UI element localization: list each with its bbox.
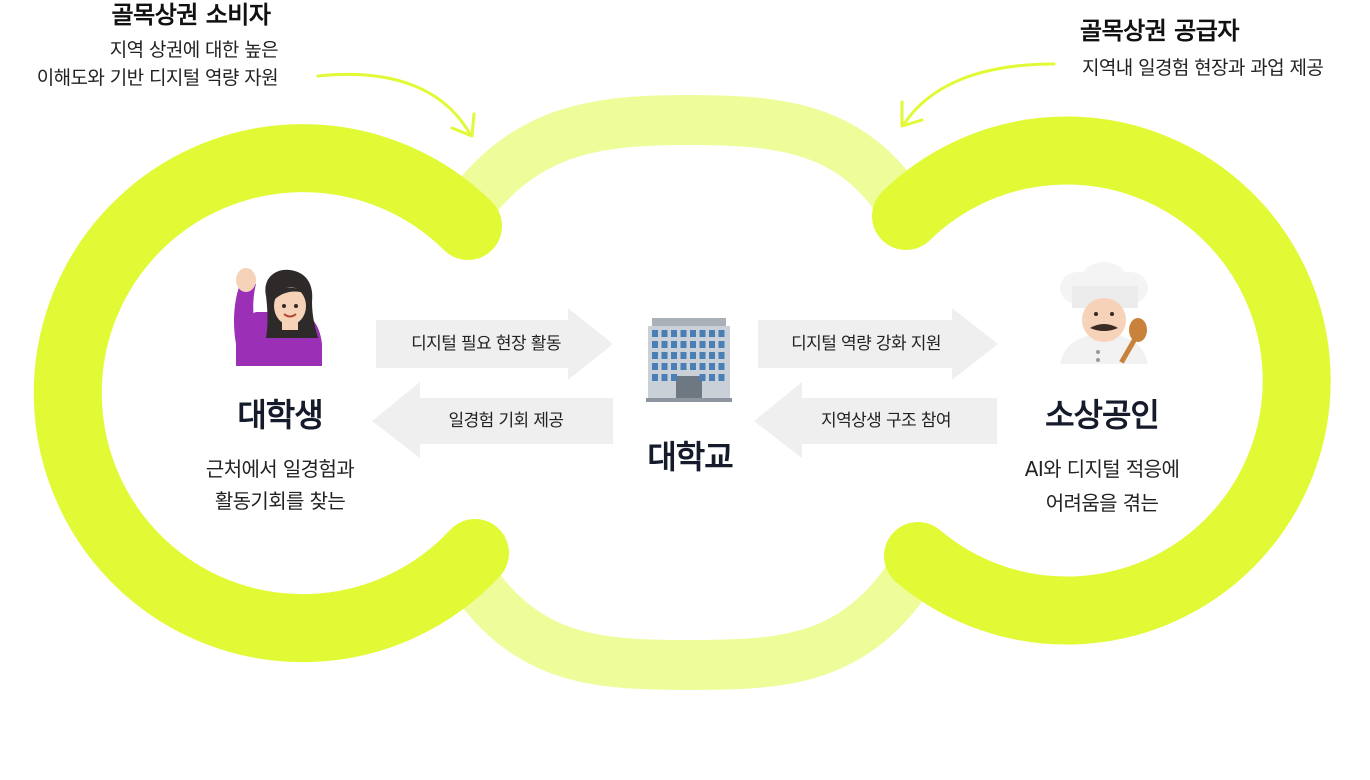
building-window: [699, 330, 706, 337]
office-building-icon: [646, 318, 732, 402]
ring-left: [33, 124, 509, 663]
student-desc-line-1: 근처에서 일경험과: [205, 457, 355, 481]
building-window: [680, 341, 687, 348]
student-title: 대학생: [237, 396, 323, 434]
building-window: [690, 363, 696, 370]
supplier-annotation-arrowhead: [900, 100, 924, 128]
building-window: [671, 341, 677, 348]
student-desc-line-2: 활동기회를 찾는: [214, 489, 346, 513]
building-window: [709, 363, 715, 370]
building-window: [709, 374, 715, 381]
ring-light-top-arc: [433, 94, 937, 247]
building-window: [680, 352, 687, 359]
building-window: [652, 341, 658, 348]
building-window: [680, 330, 687, 337]
woman-raising-hand-icon: [234, 268, 322, 366]
chef-icon: [1060, 262, 1148, 364]
flow-arrow-student-to-univ: [376, 308, 613, 380]
building-window: [671, 374, 677, 381]
flow-label-univ-to-student: 일경험 기회 제공: [448, 411, 564, 431]
building-window: [661, 341, 668, 348]
ring-light-bottom-arc: [435, 535, 945, 691]
consumer-annotation-arrow: [316, 72, 472, 136]
supplier-annotation-line-1: 지역내 일경험 현장과 과업 제공: [1082, 57, 1324, 79]
flow-arrow-univ-to-merchant: [758, 308, 998, 380]
building-window: [718, 330, 725, 337]
building-window: [699, 374, 706, 381]
merchant-desc-line-2: 어려움을 겪는: [1045, 491, 1159, 515]
building-window: [661, 374, 668, 381]
building-window: [652, 363, 658, 370]
building-window: [652, 374, 658, 381]
building-window: [671, 352, 677, 359]
building-window: [680, 363, 687, 370]
building-window: [718, 363, 725, 370]
building-window: [661, 330, 668, 337]
consumer-annotation-line-1: 지역 상권에 대한 높은: [109, 39, 279, 61]
building-window: [718, 374, 725, 381]
building-window: [690, 341, 696, 348]
building-windows: [652, 330, 725, 381]
building-window: [699, 363, 706, 370]
building-window: [671, 363, 677, 370]
merchant-desc-line-1: AI와 디지털 적응에: [1024, 457, 1180, 481]
building-window: [718, 341, 725, 348]
building-window: [718, 352, 725, 359]
university-title: 대학교: [647, 438, 733, 476]
merchant-title: 소상공인: [1045, 396, 1160, 434]
supplier-annotation-title: 골목상권 공급자: [1080, 17, 1239, 45]
consumer-annotation-title: 골목상권 소비자: [111, 1, 271, 29]
flow-arrow-univ-to-student: [372, 382, 613, 458]
building-window: [652, 330, 658, 337]
flow-label-merchant-to-univ: 지역상생 구조 참여: [821, 411, 952, 431]
flow-label-univ-to-merchant: 디지털 역량 강화 지원: [791, 334, 941, 354]
flow-arrow-merchant-to-univ: [754, 382, 997, 458]
consumer-annotation-arrowhead: [450, 112, 476, 138]
building-window: [652, 352, 658, 359]
building-window: [709, 341, 715, 348]
building-window: [709, 352, 715, 359]
flow-label-student-to-univ: 디지털 필요 현장 활동: [411, 334, 561, 354]
ring-right: [872, 116, 1331, 645]
building-window: [690, 352, 696, 359]
consumer-annotation-line-2: 이해도와 기반 디지털 역량 자원: [36, 67, 279, 89]
building-window: [699, 341, 706, 348]
building-window: [699, 352, 706, 359]
building-window: [661, 363, 668, 370]
building-window: [690, 330, 696, 337]
building-window: [671, 330, 677, 337]
building-window: [709, 330, 715, 337]
supplier-annotation-arrow: [902, 62, 1056, 126]
building-window: [661, 352, 668, 359]
